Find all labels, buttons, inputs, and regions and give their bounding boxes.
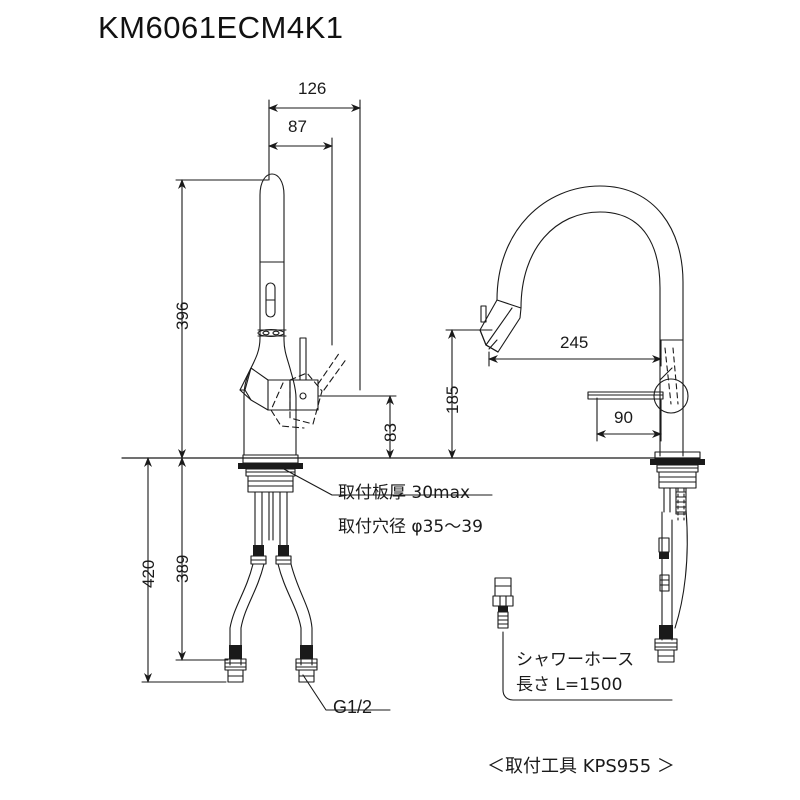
dimension-185 [445, 329, 493, 459]
dimension-90 [596, 397, 662, 442]
dimension-label-396: 396 [173, 301, 192, 330]
leader-mounting-notes [281, 467, 493, 496]
note-hose-length: 長さ L=1500 [516, 675, 623, 695]
dimension-420 [141, 457, 227, 683]
dimension-126 [268, 99, 361, 391]
dimension-label-389: 389 [173, 554, 192, 583]
dimension-label-245: 245 [560, 333, 589, 352]
front-view-faucet [224, 173, 348, 683]
dimension-label-185: 185 [443, 385, 462, 414]
dimension-83 [317, 395, 397, 459]
dimension-label-90: 90 [614, 408, 633, 427]
dimension-label-87: 87 [288, 117, 307, 136]
note-plate-thickness: 取付板厚 30max [338, 483, 471, 503]
dimension-87 [268, 137, 333, 346]
side-view-faucet [479, 185, 705, 663]
footer-tool-note: ＜取付工具 KPS955 ＞ [487, 756, 675, 777]
leader-g12 [302, 674, 391, 711]
dimension-245 [488, 339, 662, 367]
shower-hose-callout-bracket [502, 631, 673, 701]
note-hose-name: シャワーホース [516, 650, 635, 670]
dimension-label-420: 420 [139, 559, 158, 588]
page-title: KM6061ECM4K1 [98, 10, 344, 45]
dimension-label-126: 126 [298, 79, 327, 98]
shower-hose-connector [492, 577, 514, 629]
dimension-389 [175, 457, 229, 661]
dimension-396 [175, 179, 269, 459]
note-hole-diameter: 取付穴径 φ35～39 [338, 517, 483, 537]
dimension-label-83: 83 [381, 423, 400, 442]
label-g12-thread: G1/2 [333, 697, 373, 717]
